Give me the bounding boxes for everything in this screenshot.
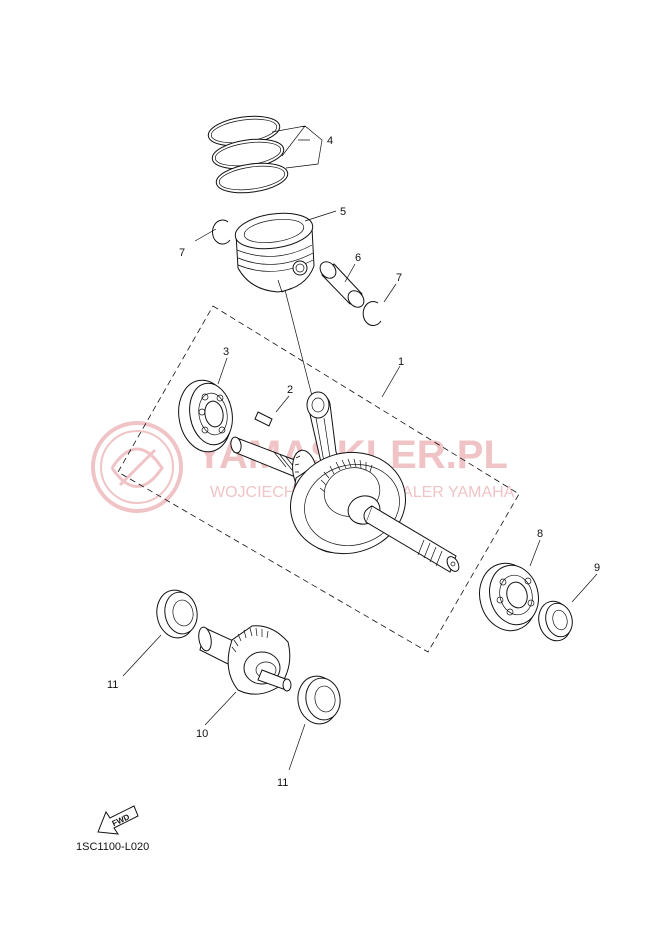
bearing-right [479,562,539,632]
piston-pin [319,261,365,308]
balancer-bearing-lower [297,675,341,725]
callout-2: 2 [287,384,293,396]
fwd-arrow-icon: FWD [97,805,139,835]
balancer-shaft [198,625,292,695]
callout-4: 4 [327,135,333,147]
callout-6: 6 [355,252,361,264]
woodruff-key [254,411,273,427]
callout-1: 1 [398,356,404,368]
callout-labels: 1 2 3 4 5 6 7 7 8 9 10 11 11 [107,135,600,789]
diagram-code: 1SC1100-L020 [76,841,149,853]
balancer-bearing-upper [156,589,198,639]
callout-10: 10 [196,728,208,740]
leader-lines [122,125,598,771]
circlip-right [362,301,382,326]
crankshaft-assembly-boundary [117,305,520,653]
callout-3: 3 [223,346,229,358]
crankshaft [230,391,460,573]
circlip-left [212,219,231,245]
fwd-label: FWD [111,812,132,828]
piston-rings [207,115,289,194]
callout-5: 5 [340,206,346,218]
callout-8: 8 [537,528,543,540]
piston [234,212,315,293]
oil-seal [538,600,573,642]
callout-11-upper: 11 [107,679,118,691]
watermark-logo [91,421,183,513]
callout-9: 9 [594,562,600,574]
assembly-leader-line [284,289,313,397]
callout-7-left: 7 [179,247,185,259]
callout-7-right: 7 [396,272,402,284]
bearing-left [178,379,233,453]
callout-11-lower: 11 [277,777,288,789]
